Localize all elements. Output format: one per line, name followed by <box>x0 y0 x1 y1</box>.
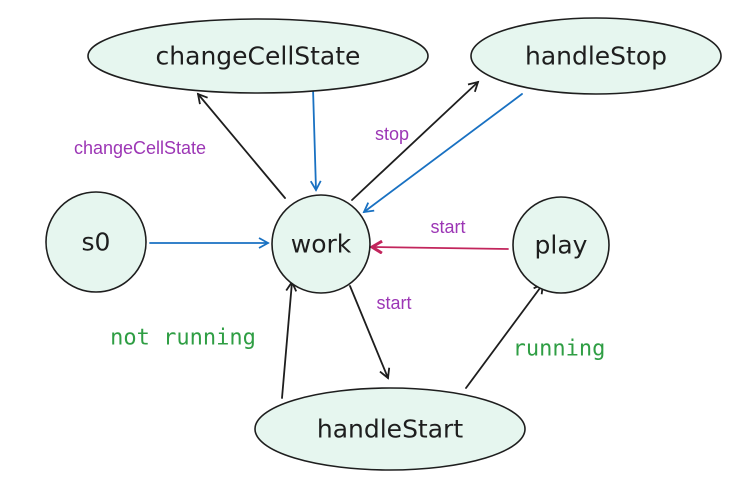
node-label: s0 <box>82 228 111 257</box>
edge-label-start-from-play: start <box>430 217 465 237</box>
edge-label-start-from-work: start <box>376 293 411 313</box>
edge-label-changecellstate: changeCellState <box>74 138 206 158</box>
edge-handlestart-to-play <box>465 282 545 389</box>
node-work: work <box>271 194 371 294</box>
node-label: changeCellState <box>156 42 361 71</box>
edge-work-to-handlestop <box>351 80 480 201</box>
node-label: play <box>535 231 588 260</box>
node-label: work <box>291 230 352 259</box>
edge-changecellstate-to-work <box>309 87 322 192</box>
edge-label-stop: stop <box>375 124 409 144</box>
node-changecellstate: changeCellState <box>87 18 429 94</box>
node-handlestart: handleStart <box>254 387 526 471</box>
condition-not-running: not running <box>110 326 256 351</box>
edge-handlestart-to-work <box>281 280 298 399</box>
node-handlestop: handleStop <box>470 17 722 95</box>
node-play: play <box>512 196 610 294</box>
node-label: handleStop <box>525 42 667 71</box>
edge-play-to-work <box>372 247 509 249</box>
edge-work-to-handlestart <box>349 285 391 380</box>
edge-handlestop-to-work <box>362 93 523 214</box>
node-s0: s0 <box>45 191 147 293</box>
condition-running: running <box>513 337 606 362</box>
edge-work-to-changecellstate <box>196 92 286 199</box>
node-label: handleStart <box>317 415 463 444</box>
